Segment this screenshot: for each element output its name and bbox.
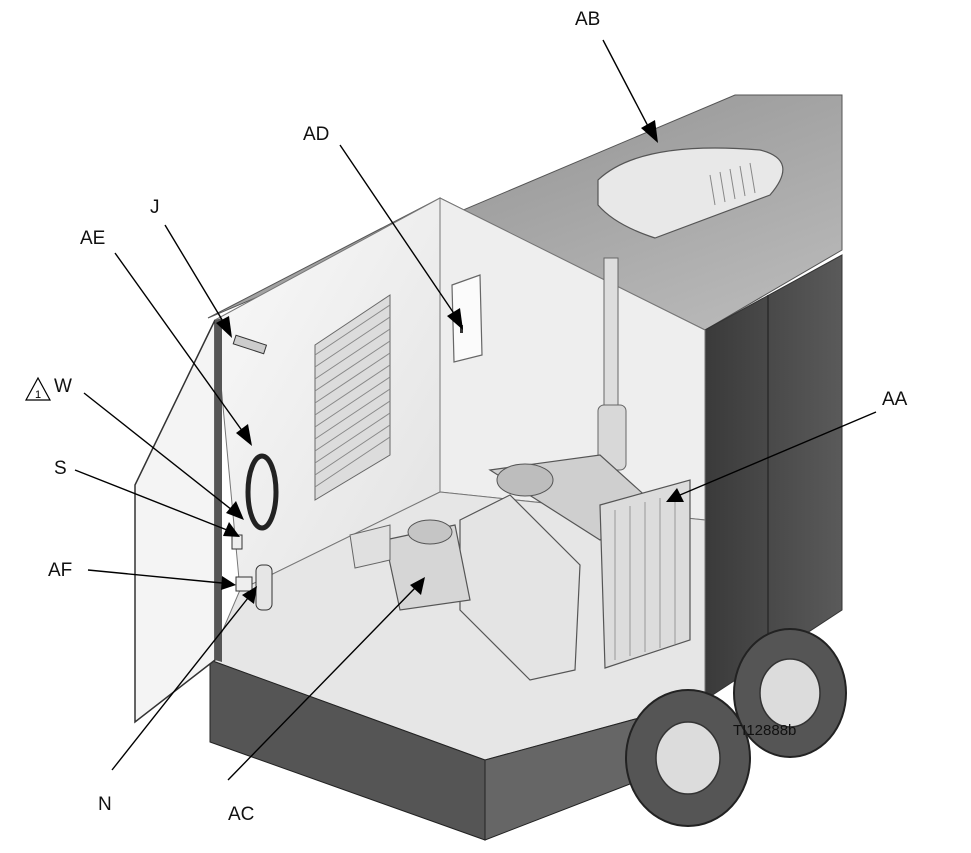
leader-w [83, 392, 233, 511]
arrow-ab [641, 120, 658, 143]
arrow-w [226, 501, 244, 520]
leader-ae [114, 252, 244, 433]
warning-triangle-icon: 1 [24, 376, 52, 401]
warning-symbol-number: 1 [35, 389, 41, 401]
leader-j [164, 224, 225, 324]
arrow-n [242, 586, 257, 604]
callout-ab: AB [575, 9, 600, 30]
leader-lines [74, 39, 877, 781]
wall-vent-louver [314, 294, 391, 501]
arrow-ae [236, 424, 252, 446]
leader-aa [679, 411, 877, 496]
arrow-j [216, 316, 232, 338]
callout-af: AF [48, 560, 72, 581]
power-outlet [235, 576, 253, 592]
callout-labels: AB AD J AE W S AF AA N AC [48, 9, 908, 825]
arrow-s [223, 522, 240, 537]
leader-af [87, 569, 223, 584]
arrow-ac [410, 577, 425, 595]
callout-ae: AE [80, 228, 105, 249]
arrow-ad [447, 308, 463, 330]
interior-light [232, 334, 268, 355]
engine-tank [459, 494, 581, 681]
leader-n [111, 597, 249, 771]
wall-switches [231, 534, 243, 550]
roof-air-conditioner [597, 147, 784, 239]
electrical-control-box [451, 274, 483, 363]
leader-ad [339, 144, 456, 316]
leader-ac [227, 587, 416, 781]
callout-aa: AA [882, 389, 908, 410]
trailer-wheels [625, 628, 847, 827]
callout-ac: AC [228, 804, 254, 825]
trailer-body [207, 94, 843, 841]
trailer-door [134, 318, 222, 724]
arrow-aa [666, 488, 684, 502]
callout-s: S [54, 458, 67, 479]
callout-w: W [54, 376, 72, 397]
callout-n: N [98, 794, 112, 815]
callout-ad: AD [303, 124, 329, 145]
air-filter [255, 564, 273, 611]
leader-ab [602, 39, 651, 131]
callout-j: J [150, 197, 160, 218]
figure-id: TI12888b [733, 722, 796, 739]
radiator [599, 479, 691, 669]
arrow-af [221, 576, 236, 590]
air-compressor [349, 519, 471, 611]
leader-s [74, 469, 228, 531]
hose-coil [245, 453, 279, 531]
